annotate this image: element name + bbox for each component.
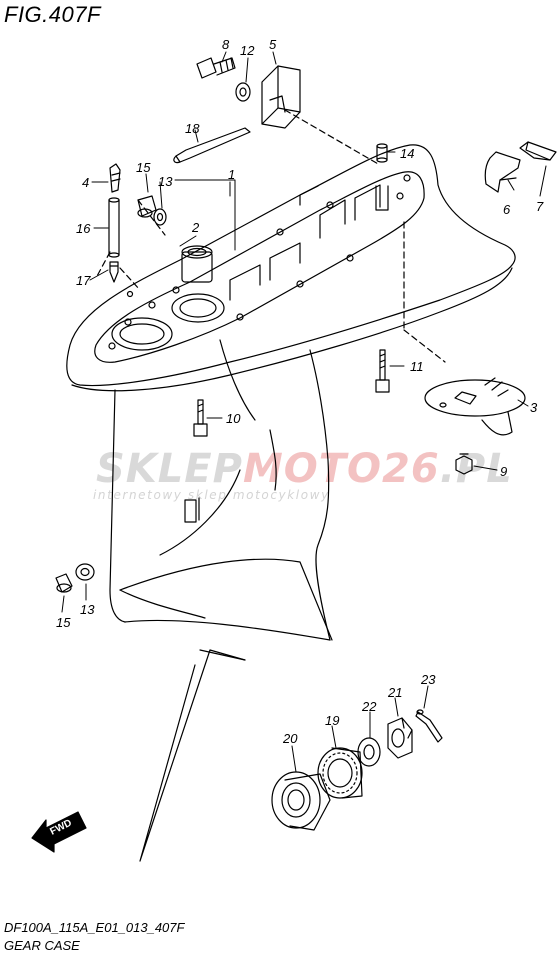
callout-1: 1: [228, 167, 235, 182]
forward-direction-badge: FWD: [31, 811, 87, 853]
part-clip-18: [173, 127, 251, 164]
part-bolt-10: [193, 399, 208, 437]
figure-code: DF100A_115A_E01_013_407F: [4, 920, 185, 935]
watermark-brand-c: 26: [382, 446, 440, 492]
callout-9: 9: [500, 464, 507, 479]
callout-19: 19: [325, 713, 339, 728]
callout-16: 16: [76, 221, 91, 236]
part-nipple-17: [109, 261, 119, 283]
callout-15-upper: 15: [136, 160, 151, 175]
watermark-brand: SKLEPMOTO26.PL: [96, 446, 513, 492]
watermark-brand-a: SKLEP: [96, 446, 243, 492]
callout-labels: 1 2 3 4 5 6 7 8 9 10 11 12 13 13 14 15 1…: [56, 37, 544, 746]
leader-lines: [61, 51, 547, 773]
part-washer-13-upper: [153, 208, 167, 226]
callout-12: 12: [240, 43, 255, 58]
part-washer-13-lower: [75, 563, 95, 581]
callout-18: 18: [185, 121, 200, 136]
part-plug-15-upper: [137, 195, 157, 218]
callout-4: 4: [82, 175, 89, 190]
part-plate-6-7: [484, 141, 557, 193]
part-castle-nut-21: [387, 717, 413, 759]
gear-case-housing: [66, 144, 516, 862]
part-washer-12: [235, 82, 251, 102]
watermark-brand-b: MOTO: [242, 446, 383, 492]
callout-3: 3: [530, 400, 538, 415]
callout-15-lower: 15: [56, 615, 71, 630]
part-bolt-11: [375, 349, 390, 393]
callout-11: 11: [410, 359, 424, 374]
part-anode-5: [261, 65, 301, 129]
figure-name: GEAR CASE: [4, 938, 80, 953]
callout-2: 2: [191, 220, 200, 235]
figure-title: FIG.407F: [4, 2, 101, 27]
part-trim-tab-3: [424, 377, 526, 436]
callout-22: 22: [361, 699, 377, 714]
watermark-tagline: internetowy sklep motocyklowy: [93, 488, 330, 502]
assembly-guide-lines: [95, 109, 446, 363]
callout-8: 8: [222, 37, 230, 52]
part-pipe-16: [108, 197, 120, 258]
watermark-brand-d: .PL: [439, 446, 513, 492]
part-seal-housing-20: [271, 771, 331, 831]
part-cotter-pin-23: [415, 709, 443, 743]
callout-14: 14: [400, 146, 414, 161]
callout-10: 10: [226, 411, 241, 426]
part-nut-9: [455, 453, 473, 475]
callout-17: 17: [76, 273, 91, 288]
part-washer-22: [357, 737, 381, 767]
callout-6: 6: [503, 202, 511, 217]
callout-23: 23: [420, 672, 436, 687]
part-bolt-8: [196, 57, 236, 79]
part-dowel-14: [375, 143, 389, 211]
callout-7: 7: [536, 199, 544, 214]
part-nipple-4: [109, 163, 121, 193]
part-plug-15-lower: [55, 573, 73, 593]
callout-13-lower: 13: [80, 602, 95, 617]
part-bearing-19: [317, 747, 363, 799]
callout-13-upper: 13: [158, 174, 173, 189]
callout-20: 20: [282, 731, 298, 746]
callout-5: 5: [269, 37, 277, 52]
callout-21: 21: [387, 685, 402, 700]
